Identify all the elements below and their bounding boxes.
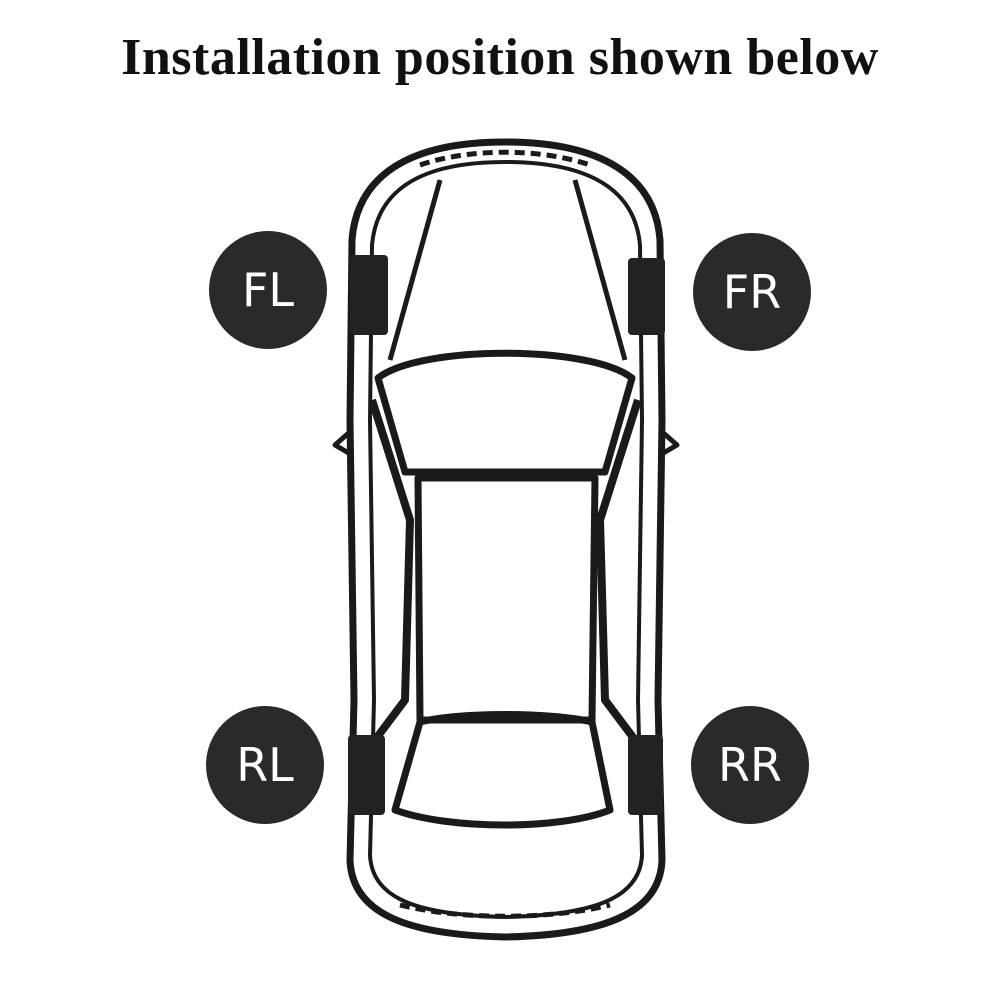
left-mirror <box>332 428 354 458</box>
right-pillar <box>596 398 642 743</box>
rear-right-badge: RR <box>691 706 809 824</box>
front-left-badge: FL <box>209 231 327 349</box>
hood-lines <box>387 179 628 361</box>
front-grille <box>419 149 591 168</box>
roof <box>414 474 599 724</box>
front-right-badge: FR <box>693 233 811 351</box>
page-title: Installation position shown below <box>121 29 879 86</box>
windshield <box>374 349 636 476</box>
front-left-tire <box>350 255 388 335</box>
front-right-tire <box>628 258 665 335</box>
rear-left-tire <box>348 735 385 815</box>
rear-left-badge: RL <box>206 706 324 824</box>
right-mirror <box>658 428 680 458</box>
rear-bumper <box>399 902 611 919</box>
left-pillar <box>368 398 414 743</box>
rear-right-tire <box>628 735 663 815</box>
rear-window <box>391 711 614 829</box>
car-body-outline <box>346 138 666 941</box>
